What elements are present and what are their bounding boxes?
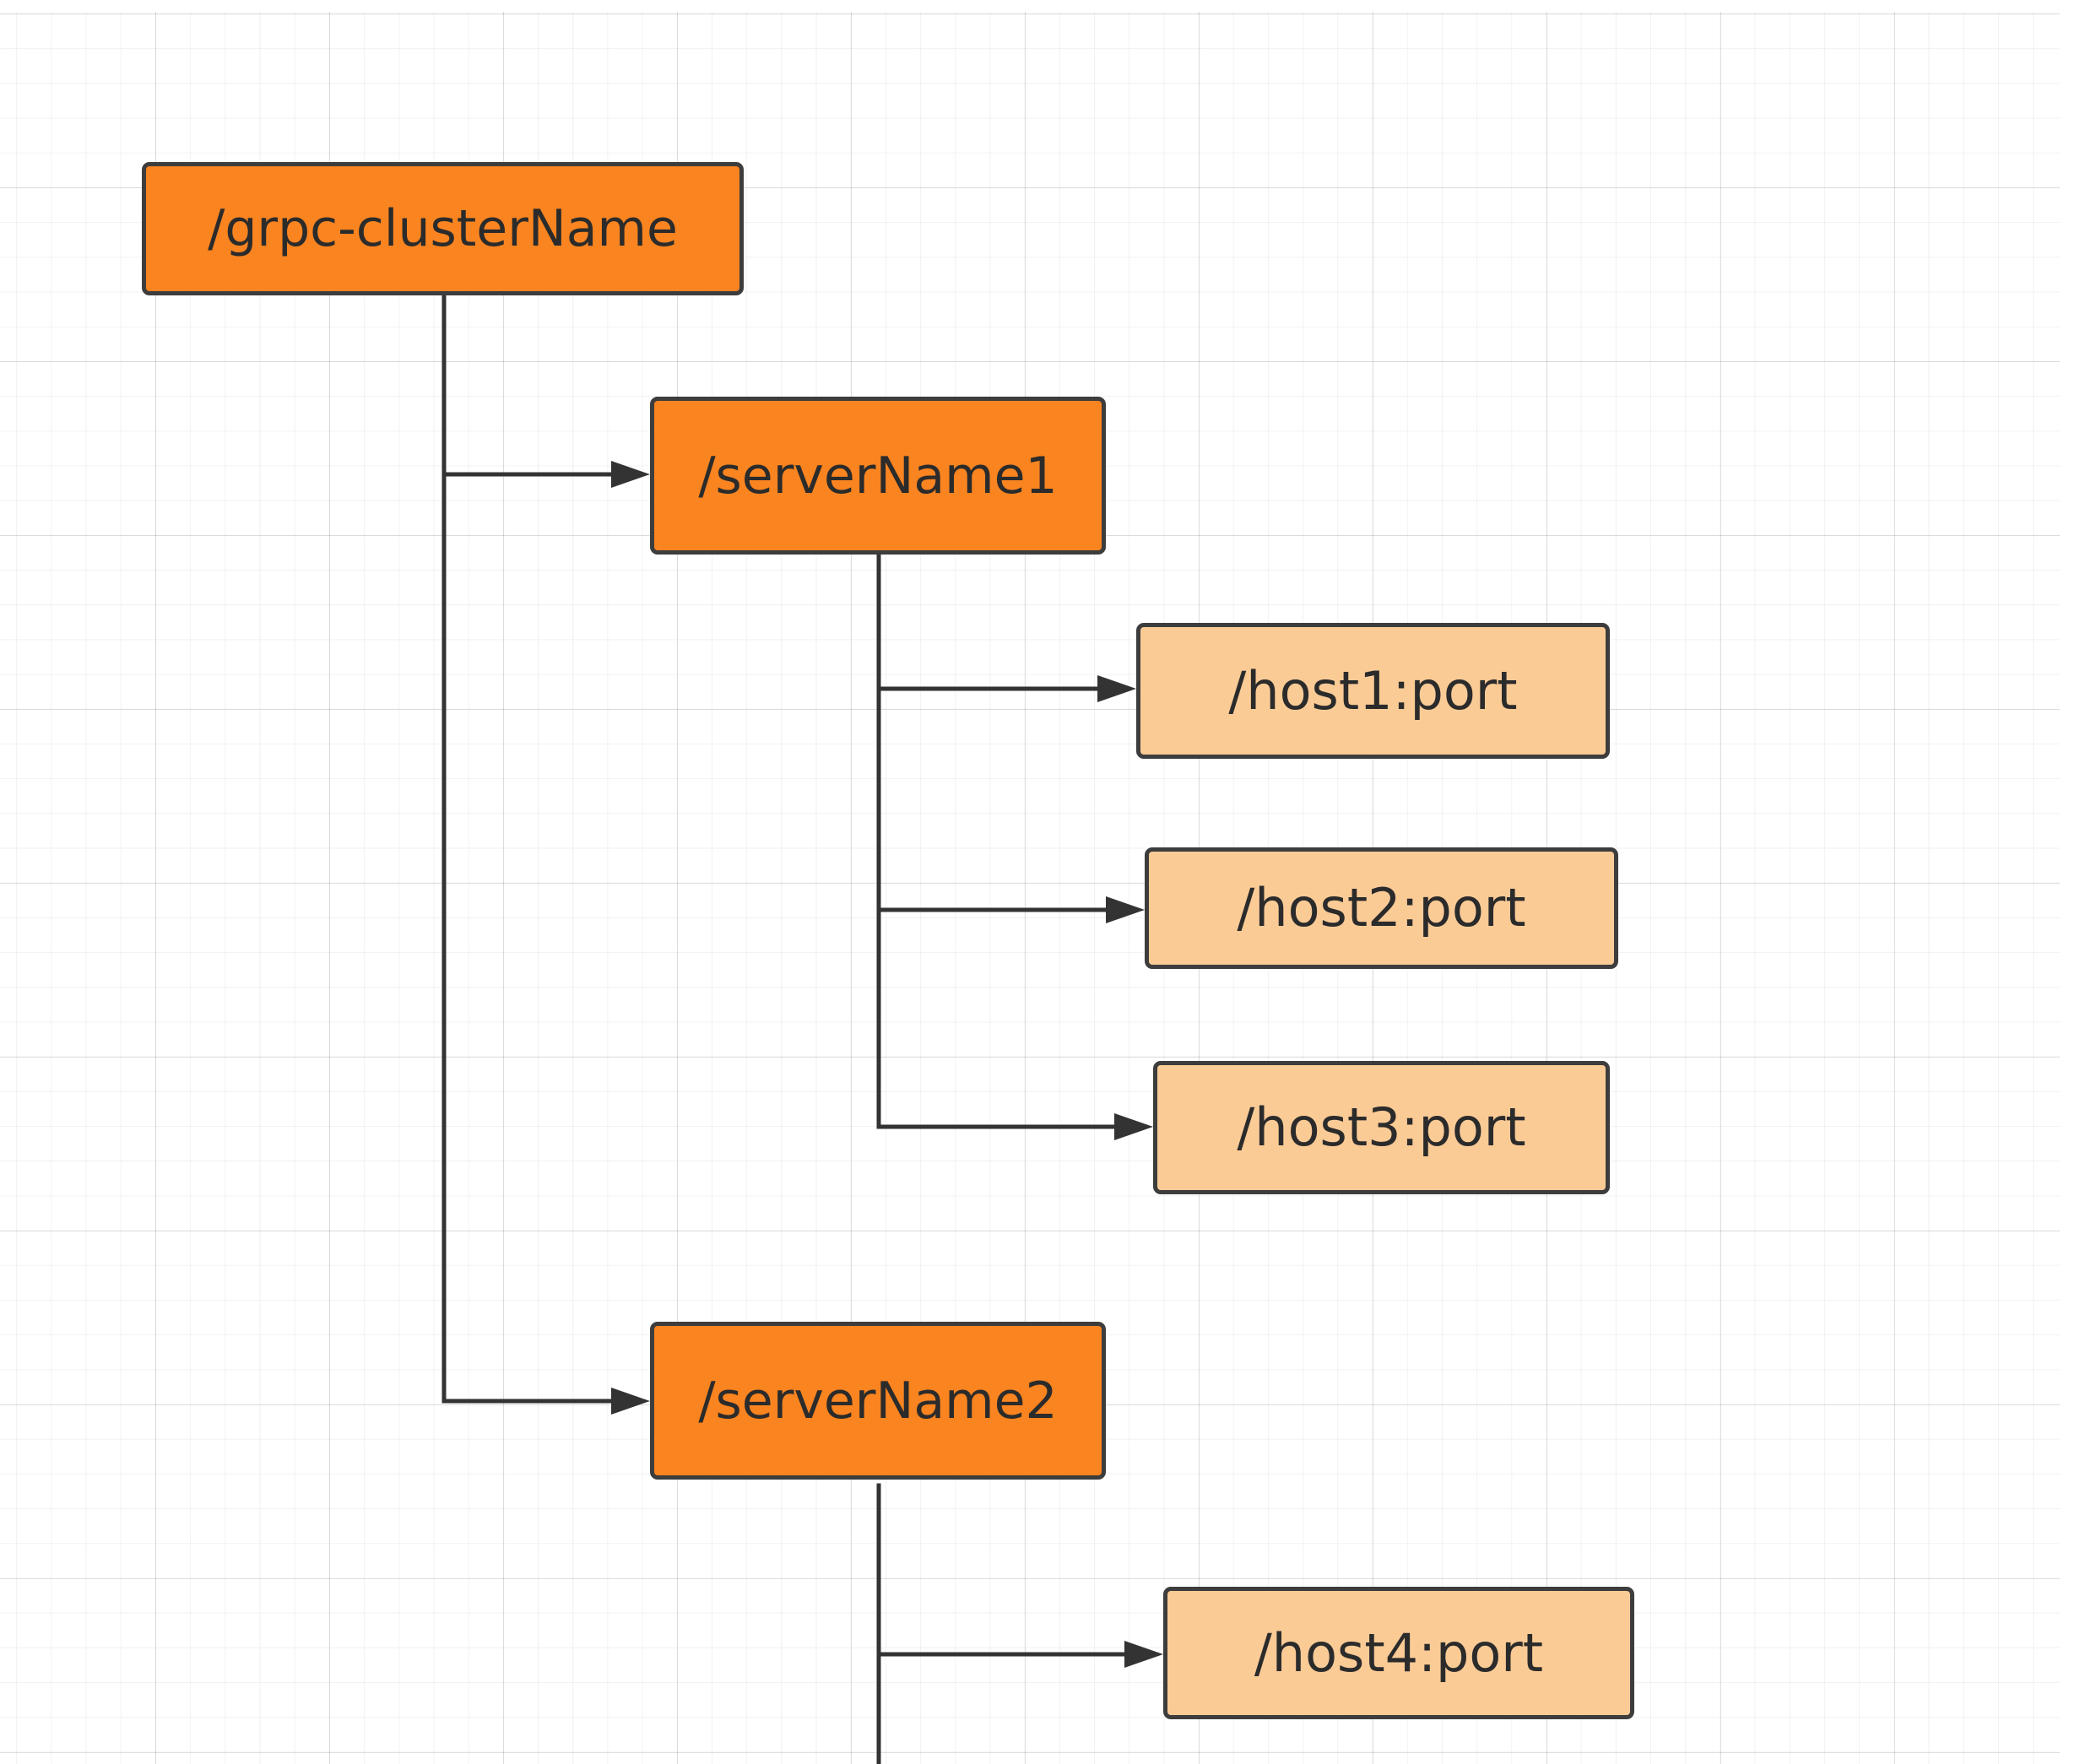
node-label: /grpc-clusterName [208,199,678,258]
node-serverName2[interactable]: /serverName2 [650,1322,1106,1480]
node-grpc-clusterName[interactable]: /grpc-clusterName [142,162,744,295]
node-host4-port[interactable]: /host4:port [1163,1587,1634,1719]
edge-root-server1 [444,461,650,488]
node-host1-port[interactable]: /host1:port [1136,623,1610,759]
canvas-right-margin [2060,0,2080,1764]
node-label: /serverName2 [698,1371,1058,1431]
canvas-top-strip [0,0,2080,12]
node-label: /host4:port [1254,1621,1544,1684]
node-label: /host3:port [1237,1096,1526,1158]
edge-server1-host2 [879,896,1145,923]
node-label: /host1:port [1228,659,1518,722]
node-host3-port[interactable]: /host3:port [1153,1061,1610,1194]
edge-server2-host4 [879,1641,1163,1668]
edge-server1-host1 [879,675,1136,702]
node-label: /serverName1 [698,446,1058,506]
edge-root-server2 [444,1388,650,1415]
edge-server1-host3 [879,1113,1153,1140]
node-host2-port[interactable]: /host2:port [1145,847,1618,969]
node-serverName1[interactable]: /serverName1 [650,397,1106,555]
node-label: /host2:port [1237,877,1526,939]
